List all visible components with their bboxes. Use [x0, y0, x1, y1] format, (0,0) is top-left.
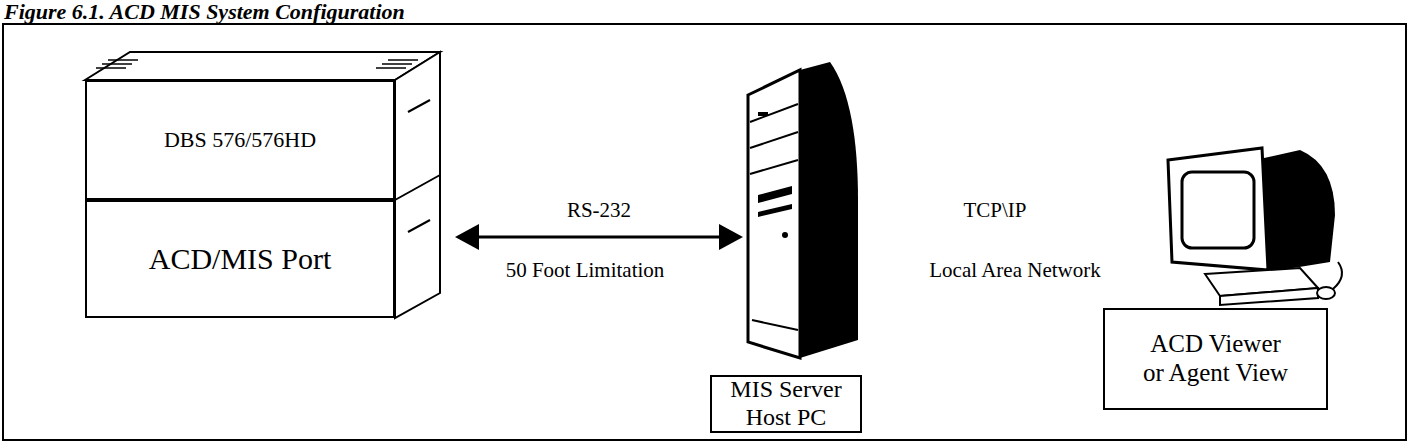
floppy-slot [758, 186, 792, 203]
vent-line [108, 59, 138, 61]
monitor-illustration [1168, 148, 1342, 305]
figure-frame [3, 24, 1406, 440]
cable-line [475, 236, 723, 239]
vent-line [388, 59, 418, 61]
drive-bay [750, 160, 798, 174]
tower-side [800, 62, 858, 358]
mouse [1317, 287, 1335, 299]
vent-line [376, 67, 406, 69]
tower-front [748, 70, 800, 358]
cabinet-tick [408, 220, 430, 232]
figure-title: Figure 6.1. ACD MIS System Configuration [4, 0, 405, 25]
drive-bay [750, 104, 798, 122]
network-label: Local Area Network [929, 258, 1100, 283]
drive-light [758, 112, 768, 116]
cabinet-illustration [85, 52, 440, 318]
port-section: ACD/MIS Port [85, 200, 395, 318]
tower-pc-illustration [748, 62, 858, 358]
mouse-cord [1333, 262, 1342, 289]
cable-note: 50 Foot Limitation [506, 258, 665, 283]
node-text: DBS 576/576HD [164, 127, 316, 152]
floppy-slot [758, 204, 792, 217]
cabinet-section: DBS 576/576HD [85, 80, 395, 200]
power-button [782, 232, 788, 238]
vent-line [102, 63, 132, 65]
cabinet-top [85, 52, 440, 80]
monitor-screen [1182, 172, 1254, 248]
vent-line [382, 63, 412, 65]
cabinet-side [395, 52, 440, 318]
drive-bay [750, 132, 798, 148]
edge-label: RS-232 [567, 198, 631, 223]
cabinet-divider [395, 175, 440, 200]
server-node: MIS Server Host PC [745, 60, 862, 433]
protocol-label: TCP\IP [963, 198, 1026, 223]
monitor-bezel [1168, 148, 1268, 270]
arrow-head [455, 224, 479, 250]
label-box: MIS Server Host PC [710, 375, 862, 433]
vent-line [96, 67, 126, 69]
keyboard-front [1220, 288, 1318, 305]
viewer-box: ACD Viewer or Agent View [1103, 308, 1328, 410]
node-text: ACD Viewer or Agent View [1138, 330, 1294, 388]
cabinet-tick [408, 100, 430, 112]
node-text: ACD/MIS Port [149, 242, 332, 277]
arrow-head [719, 224, 743, 250]
tower-base-line [752, 320, 798, 330]
node-text: MIS Server Host PC [712, 376, 860, 431]
